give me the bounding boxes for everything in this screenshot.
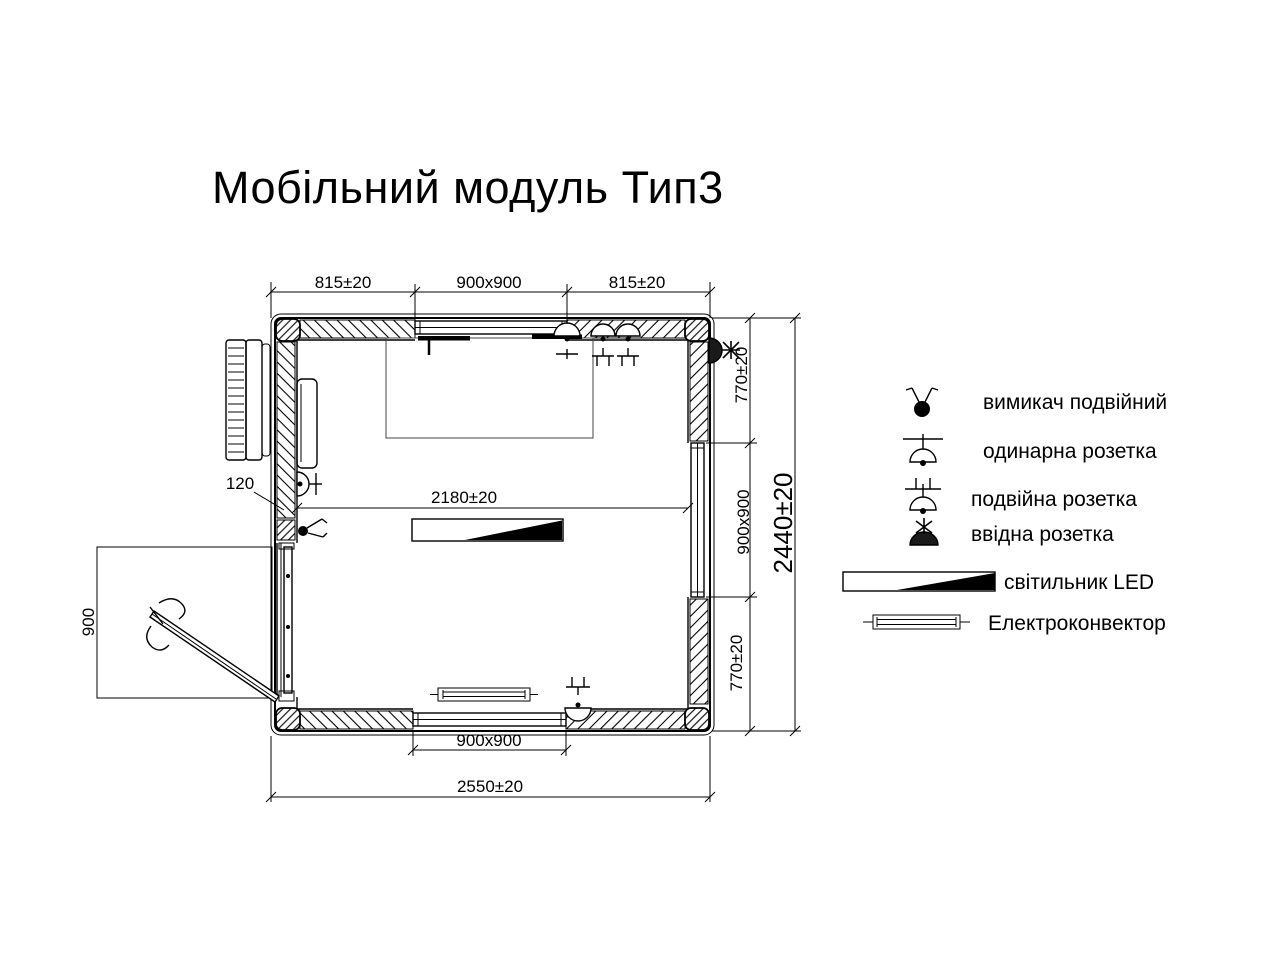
top-wall-left-segment bbox=[299, 319, 416, 339]
corner-post-bottom-right bbox=[684, 707, 710, 731]
dim-interior-width-label: 2180±20 bbox=[431, 488, 497, 507]
single-socket-top bbox=[553, 322, 581, 359]
double-switch-icon bbox=[905, 387, 939, 417]
left-wall-end-block bbox=[276, 519, 296, 541]
dim-top-right-label: 815±20 bbox=[609, 273, 666, 292]
led-light-symbol bbox=[411, 518, 564, 542]
indoor-ac-unit bbox=[296, 378, 318, 469]
dim-door-width-label: 900 bbox=[79, 608, 98, 636]
outdoor-ac-unit bbox=[225, 339, 271, 461]
right-wall-bottom-segment bbox=[689, 598, 709, 705]
electroconvector-symbol bbox=[430, 687, 538, 702]
single-socket-icon bbox=[903, 434, 943, 466]
dimension-labels: 815±20 900x900 815±20 2180±20 900x900 25… bbox=[79, 273, 798, 796]
legend-label-led-light: світильник LED bbox=[1004, 571, 1154, 594]
door-hinge-dot bbox=[286, 625, 290, 629]
building-shell bbox=[270, 313, 715, 736]
dim-overall-height-label: 2440±20 bbox=[768, 472, 798, 573]
dim-overall-width-label: 2550±20 bbox=[457, 777, 523, 796]
corner-posts bbox=[275, 318, 710, 731]
right-wall-top-segment bbox=[689, 341, 709, 442]
electroconvector-icon bbox=[863, 614, 970, 630]
door-swing-area bbox=[96, 546, 273, 699]
door-lock-bar bbox=[149, 606, 164, 625]
wall-hatching bbox=[276, 319, 709, 730]
double-switch-left bbox=[298, 518, 328, 538]
single-socket-left bbox=[296, 471, 322, 497]
bottom-window bbox=[412, 712, 567, 727]
top-window bbox=[414, 320, 568, 335]
right-window bbox=[690, 442, 705, 598]
legend-label-electroconvector: Електроконвектор bbox=[988, 612, 1166, 635]
door-hinge-dot bbox=[286, 574, 290, 578]
door-head-block bbox=[278, 542, 295, 550]
led-light-icon bbox=[842, 571, 996, 592]
double-socket-icon bbox=[905, 478, 941, 514]
entry-door bbox=[96, 542, 295, 703]
plan-electrics bbox=[296, 322, 740, 722]
corner-post-bottom-left bbox=[275, 707, 301, 731]
equipment bbox=[225, 334, 594, 702]
double-socket-top-2 bbox=[615, 323, 641, 366]
door-leaf-open bbox=[146, 598, 280, 703]
inner-wall-face bbox=[296, 339, 689, 710]
legend: вимикач подвійний одинарна розетка подві… bbox=[842, 387, 1167, 635]
dim-bottom-window-label: 900x900 bbox=[456, 731, 521, 750]
input-socket-right bbox=[708, 337, 740, 364]
corner-post-top-right bbox=[684, 318, 710, 342]
door-handle-inner bbox=[146, 625, 170, 651]
door-frame bbox=[283, 546, 293, 694]
left-wall-segment bbox=[276, 341, 296, 519]
legend-label-double-socket: подвійна розетка bbox=[971, 488, 1137, 511]
window-sill-bar-right bbox=[532, 334, 582, 339]
wall-thickness-leader bbox=[253, 491, 285, 511]
dim-right-bottom-label: 770±20 bbox=[727, 635, 746, 692]
input-socket-icon bbox=[909, 518, 939, 546]
table-outline bbox=[385, 337, 594, 439]
dim-right-window-label: 900x900 bbox=[734, 489, 753, 554]
double-socket-top-1 bbox=[590, 323, 616, 366]
door-handle-outer bbox=[158, 598, 186, 620]
legend-label-double-switch: вимикач подвійний bbox=[983, 391, 1167, 414]
window-sill-bar-left bbox=[418, 336, 470, 341]
outer-skin-line bbox=[270, 313, 715, 736]
legend-label-input-socket: ввідна розетка bbox=[971, 523, 1114, 546]
dim-wall-thickness-label: 120 bbox=[226, 474, 254, 493]
dim-right-top-label: 770±20 bbox=[732, 347, 751, 404]
door-hinge-dot bbox=[286, 674, 290, 678]
dim-top-window-label: 900x900 bbox=[456, 273, 521, 292]
drawing-title: Мобільний модуль Тип3 bbox=[212, 162, 724, 213]
legend-label-single-socket: одинарна розетка bbox=[983, 440, 1157, 463]
double-socket-bottom bbox=[564, 677, 592, 722]
bottom-wall-left-segment bbox=[299, 710, 414, 730]
dimension-lines bbox=[253, 282, 801, 803]
corner-post-top-left bbox=[275, 318, 301, 342]
dim-top-left-label: 815±20 bbox=[315, 273, 372, 292]
outer-wall-face bbox=[274, 317, 711, 732]
